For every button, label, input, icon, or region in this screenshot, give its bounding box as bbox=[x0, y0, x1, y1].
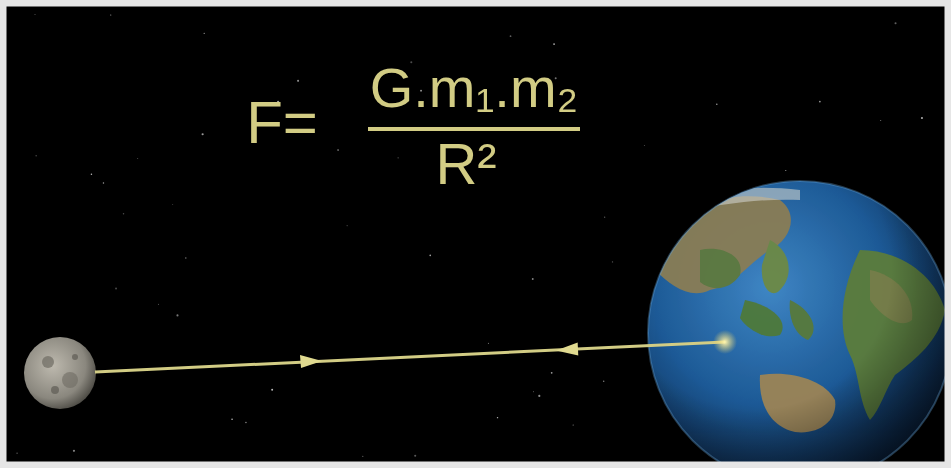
moon bbox=[24, 337, 96, 409]
earth-globe bbox=[648, 181, 951, 468]
image-frame bbox=[3, 3, 948, 465]
fraction-bar bbox=[368, 127, 580, 131]
formula-text: F= bbox=[246, 93, 318, 153]
force-line bbox=[95, 330, 737, 372]
formula-text: R² bbox=[435, 135, 496, 193]
formula-text: G.m₁.m₂ bbox=[370, 60, 579, 116]
